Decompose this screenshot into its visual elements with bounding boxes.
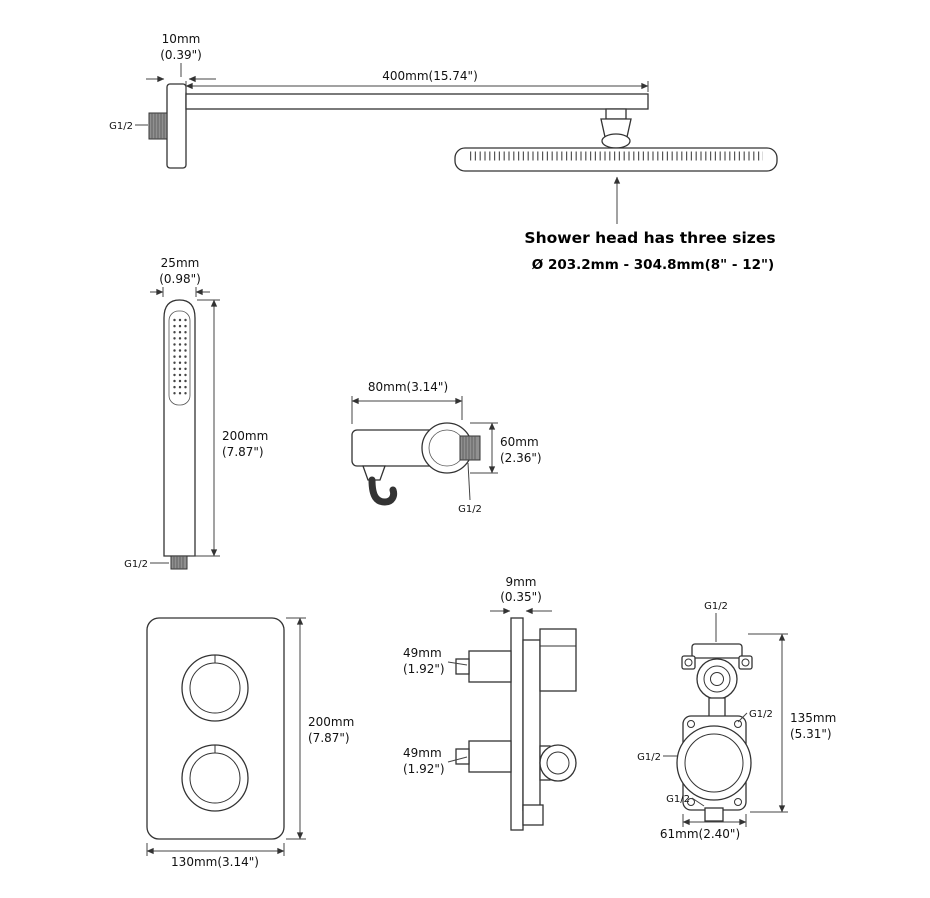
wall-flange	[166, 83, 187, 169]
rough-thread-top-label: G1/2	[704, 601, 728, 612]
bottom-knob-depth-mm: 49mm	[403, 746, 442, 760]
shower-arm	[185, 93, 649, 110]
rough-width-label: 61mm(2.40")	[660, 827, 740, 841]
rough-stem	[708, 697, 726, 719]
rough-height-mm: 135mm	[790, 711, 836, 725]
outlet-height-mm: 60mm	[500, 435, 539, 449]
arm-flange-thickness-in: (0.39")	[160, 48, 202, 62]
outlet-height-in: (2.36")	[500, 451, 542, 465]
hand-shower-thread-nipple	[170, 555, 188, 570]
holder-hook	[368, 476, 398, 506]
outlet-thread-label: G1/2	[458, 504, 482, 515]
shower-arm-assembly: G1/2 10mm (0.39") 400mm(15.74")	[109, 32, 649, 169]
bottom-knob-depth-in: (1.92")	[403, 762, 445, 776]
rough-thread-left-label: G1/2	[637, 752, 661, 763]
rough-top-bracket	[691, 643, 743, 659]
side-top-knob	[468, 650, 512, 683]
trim-height-mm: 200mm	[308, 715, 354, 729]
holder-cone	[362, 465, 386, 481]
rough-in-valve: G1/2 G1/2 G1/2 G1/2 135mm (5.31") 61	[637, 601, 836, 841]
wall-outlet-holder: 80mm(3.14") 60mm (2.36") G1/2	[351, 380, 542, 515]
arm-length-label: 400mm(15.74")	[382, 69, 478, 83]
head-connector-nut	[605, 108, 627, 120]
valve-body-foot	[522, 804, 544, 826]
valve-side-view: 9mm (0.35") 49mm (1.92") 49mm (1.92")	[403, 575, 577, 831]
rough-top-port	[696, 658, 738, 700]
hand-shower-thread-label: G1/2	[124, 559, 148, 570]
hand-shower-width-in: (0.98")	[159, 272, 201, 286]
valve-trim-front: 200mm (7.87") 130mm(3.14")	[146, 617, 354, 869]
spray-face-plate	[168, 310, 191, 406]
rough-thread-bottom-label: G1/2	[666, 794, 690, 805]
side-trim-plate	[510, 617, 524, 831]
arm-thread-label: G1/2	[109, 121, 133, 132]
rough-bottom-port	[704, 807, 724, 822]
bottom-knob	[181, 744, 249, 812]
side-bottom-knob	[468, 740, 512, 773]
arm-flange-thickness-mm: 10mm	[162, 32, 201, 46]
hand-shower: 25mm (0.98") G1/2 200mm (7.87")	[124, 256, 268, 570]
top-knob-depth-mm: 49mm	[403, 646, 442, 660]
plate-thickness-in: (0.35")	[500, 590, 542, 604]
plate-thickness-mm: 9mm	[505, 575, 536, 589]
hand-shower-wand	[163, 299, 196, 557]
top-knob-depth-in: (1.92")	[403, 662, 445, 676]
valve-body-block	[539, 628, 577, 692]
hand-shower-width-mm: 25mm	[161, 256, 200, 270]
rough-valve-cartridge	[676, 725, 752, 801]
valve-outlet-port	[539, 744, 577, 782]
top-knob	[181, 654, 249, 722]
trim-width-label: 130mm(3.14")	[171, 855, 259, 869]
hand-shower-length-in: (7.87")	[222, 445, 264, 459]
rough-thread-right-label: G1/2	[749, 709, 773, 720]
trim-plate	[146, 617, 285, 840]
shower-head-diameter: Ø 203.2mm - 304.8mm(8" - 12")	[532, 257, 774, 273]
shower-head-slab	[454, 147, 778, 172]
rain-shower-head: Shower head has three sizes Ø 203.2mm - …	[454, 147, 778, 273]
outlet-width-label: 80mm(3.14")	[368, 380, 448, 394]
shower-head-note: Shower head has three sizes	[524, 229, 775, 247]
hand-shower-length-mm: 200mm	[222, 429, 268, 443]
valve-body-pipe	[522, 639, 541, 811]
rough-height-in: (5.31")	[790, 727, 832, 741]
trim-height-in: (7.87")	[308, 731, 350, 745]
